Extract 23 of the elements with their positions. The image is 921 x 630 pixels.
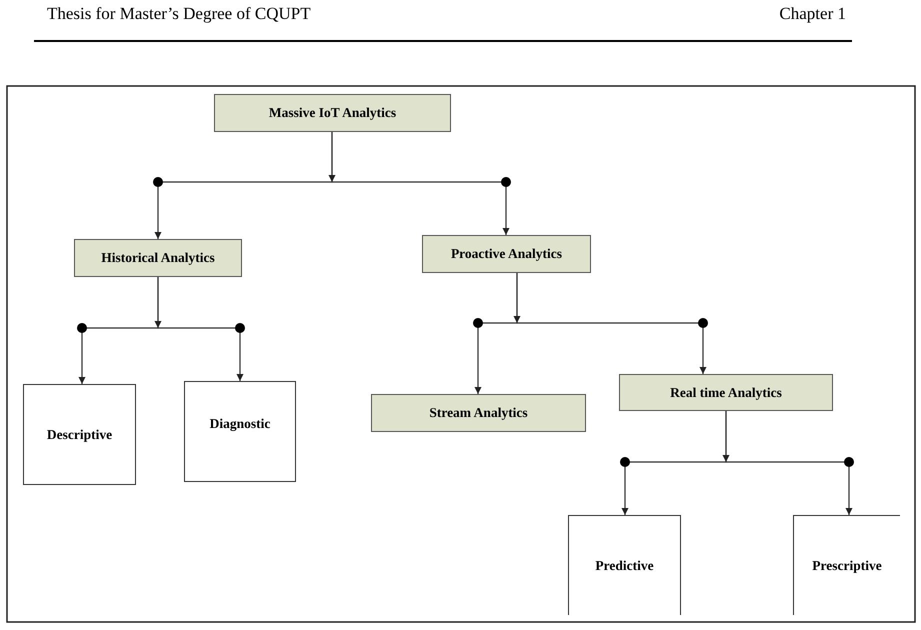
node-label: Massive IoT Analytics: [268, 105, 396, 121]
node-label: Stream Analytics: [429, 405, 528, 421]
connector-arrow: [516, 273, 706, 374]
chapter-label: Chapter 1: [779, 4, 846, 24]
category-box: [568, 515, 681, 615]
header-text: Thesis for Master’s Degree of CQUPT: [47, 4, 311, 24]
node-label: Real time Analytics: [670, 384, 782, 400]
node-label: Historical Analytics: [101, 250, 215, 266]
node-label: Prescriptive: [812, 558, 882, 574]
analytics-box: [422, 235, 591, 273]
node-label: Descriptive: [46, 426, 112, 442]
node-label: Predictive: [595, 558, 654, 574]
connector-arrow: [725, 411, 852, 515]
connector-arrow: [331, 132, 510, 235]
connector-arrow: [157, 277, 244, 381]
analytics-box: [371, 394, 586, 432]
analytics-box: [619, 374, 833, 411]
category-box: [184, 381, 296, 482]
analytics-box: [214, 94, 451, 132]
node-label: Diagnostic: [210, 416, 270, 432]
analytics-box: [74, 239, 242, 277]
node-label: Proactive Analytics: [450, 246, 562, 262]
category-box: [23, 384, 136, 485]
